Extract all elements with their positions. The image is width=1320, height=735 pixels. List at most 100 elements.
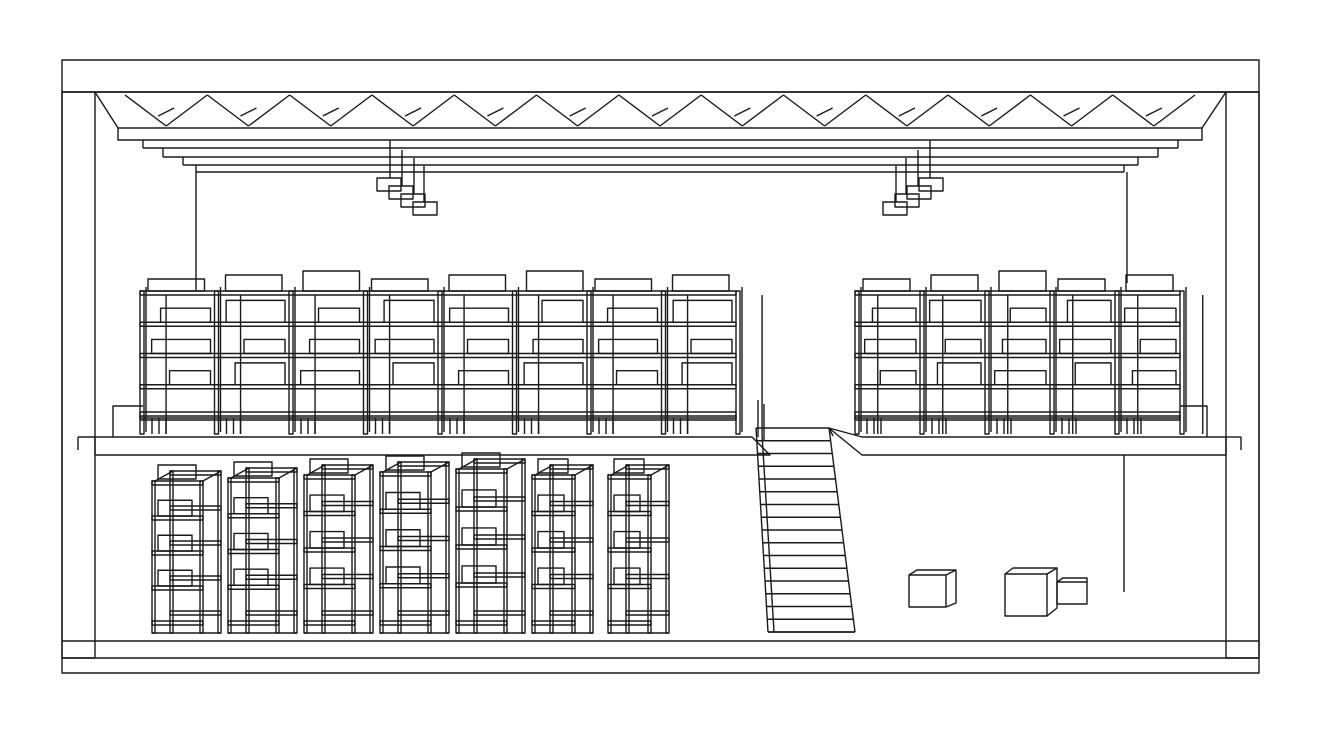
lower-rack-upright [648,475,651,633]
stored-box [226,300,285,322]
lower-rack-upright [352,475,355,633]
lower-rack-shelf [170,506,221,510]
truss-web [207,95,248,126]
lower-rack-shelf [550,538,593,542]
top-box [673,275,730,291]
lower-rack-upright [456,469,459,633]
truss-web [125,95,166,126]
truss-web [1030,95,1071,126]
stored-box [599,339,658,353]
truss-web [989,95,1030,126]
lower-stored-box [310,495,344,511]
ceiling-light-right [883,140,943,215]
upper-racks-left [140,271,762,434]
stored-box [608,308,658,322]
rack-upright [1180,291,1184,434]
lower-rack-shelf [626,502,669,506]
top-box [226,275,283,291]
truss-brace [487,108,503,116]
lower-rack-top-edge [507,459,525,469]
stair-riser [836,479,838,492]
floor-box [909,570,956,607]
truss-brace [652,108,668,116]
lower-rack-top-edge [203,471,221,481]
lower-rack-top-edge [651,465,669,475]
lower-rack-shelf [626,611,669,615]
stair-riser [850,594,852,607]
stored-box [691,339,732,353]
lower-stored-box [158,570,192,586]
lower-rack-shelf [170,611,221,615]
lower-rack-upright [504,469,507,633]
stored-box [533,339,583,353]
lower-rack-shelf [152,481,203,485]
truss-web [1113,95,1154,126]
stored-box [459,371,509,385]
lower-rack-upright [608,475,611,633]
top-box [999,271,1046,291]
lower-rack-upright [522,459,525,633]
stored-box [1132,371,1176,385]
lower-rack-upright [200,481,203,633]
rack-upright [736,291,740,434]
top-box [303,271,360,291]
railing-right [1180,406,1207,437]
lower-stored-box [386,492,420,509]
mezzanine-slab-right [829,428,1226,455]
lower-rack-upright [228,478,231,633]
top-box [372,279,429,291]
stored-box [450,308,509,322]
lower-stored-box [158,535,192,551]
rack-upright [587,291,591,434]
lower-racks [152,453,669,633]
rack-upright [920,291,924,434]
lower-rack-shelf [398,499,449,503]
stair-stringer [762,434,774,632]
truss-web [372,95,413,126]
lower-rack-shelf [322,502,373,506]
stair-riser [829,428,831,441]
lower-rack-upright [532,475,535,633]
outer-frame [62,60,1259,673]
lower-top-box [310,459,348,473]
stair-top-edge [829,428,833,436]
stored-box [673,300,732,322]
stair-riser [849,581,851,594]
stair-riser [832,454,834,467]
rack-upright [662,291,666,434]
lower-rack-upright [666,465,669,633]
lower-rack-upright [626,465,629,633]
stair-riser [837,492,839,505]
lower-rack-top-edge [575,465,593,475]
rack-upright [364,291,368,434]
right-column [1226,92,1259,658]
stored-box [1010,308,1046,322]
lower-rack-upright [380,472,383,633]
lower-stored-box [310,568,344,584]
lower-rack-upright [474,459,477,633]
roof-truss [95,92,1226,140]
lower-stored-box [538,532,564,548]
lower-rack-upright [590,465,593,633]
truss-web [948,95,989,126]
stored-box [937,363,981,385]
truss-web [331,95,372,126]
rack-upright [855,291,859,434]
lower-rack-shelf [304,621,355,625]
truss-brace [734,108,750,116]
stored-box [872,308,916,322]
stored-box [880,371,916,385]
building-shell [62,60,1259,673]
lower-stored-box [158,500,192,516]
lower-rack-shelf [474,573,525,577]
lower-rack-shelf [246,611,297,615]
lower-rack-upright [218,471,221,633]
truss-brace [323,108,339,116]
stair-riser [844,543,846,556]
lower-rack-shelf [228,621,279,625]
lower-rack-shelf [322,575,373,579]
truss-web [248,95,289,126]
lower-rack-top-edge [279,468,297,478]
stored-box [244,339,285,353]
